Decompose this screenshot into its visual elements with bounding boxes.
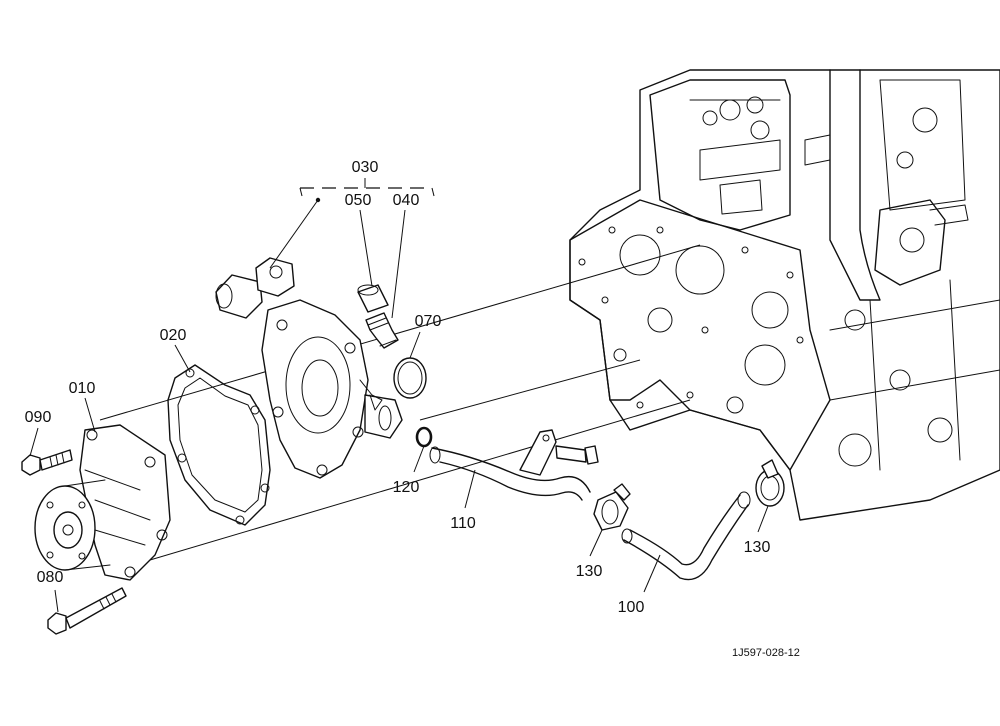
label-010: 010 (69, 380, 96, 397)
label-130-right: 130 (744, 539, 771, 556)
o-ring-070 (393, 357, 427, 399)
callout-bracket-030 (299, 178, 435, 197)
pipe-110 (429, 429, 599, 501)
gasket-020 (167, 364, 271, 526)
sleeve-050 (357, 284, 389, 313)
label-130-left: 130 (576, 563, 603, 580)
label-050: 050 (345, 192, 372, 209)
o-ring-120 (415, 426, 433, 448)
hose-clamp-130-left (593, 483, 631, 531)
leader-lines (29, 199, 769, 613)
diagram-reference-code: 1J597-028-12 (732, 647, 800, 659)
label-090: 090 (25, 409, 52, 426)
fitting-040 (365, 312, 399, 349)
label-030: 030 (352, 159, 379, 176)
callout-labels: 030 050 040 070 020 010 090 120 110 130 … (25, 159, 771, 616)
hose-clamp-130-right (755, 459, 785, 507)
label-040: 040 (393, 192, 420, 209)
hose-100 (621, 491, 751, 581)
engine-block (569, 69, 1000, 521)
water-pump-housing-030 (215, 257, 403, 479)
alignment-lines (99, 244, 701, 561)
label-080: 080 (37, 569, 64, 586)
label-020: 020 (160, 327, 187, 344)
label-100: 100 (618, 599, 645, 616)
label-120: 120 (393, 479, 420, 496)
water-pump-010 (34, 424, 171, 581)
label-110: 110 (450, 515, 476, 532)
leader-dot (315, 197, 321, 203)
label-070: 070 (415, 313, 442, 330)
bolt-080 (47, 587, 127, 635)
bolt-090 (21, 449, 73, 476)
